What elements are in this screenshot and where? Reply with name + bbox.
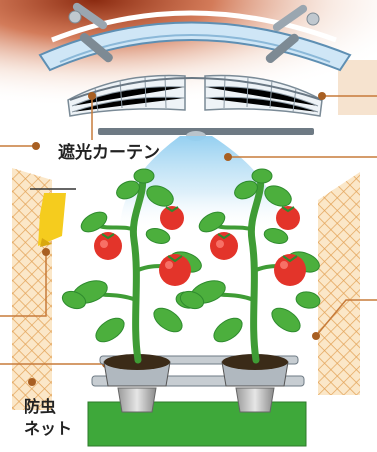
sticky-trap-icon (30, 188, 76, 247)
shade-curtain-icon (67, 74, 323, 117)
shade-curtain-label: 遮光カーテン (58, 143, 160, 163)
pot-icon (221, 354, 289, 413)
insect-net-label-line2: ネット (24, 419, 73, 438)
insect-net-label-line1: 防虫 (24, 397, 57, 416)
tomato-plant-icon (61, 168, 202, 364)
tomato-plant-icon (179, 168, 321, 364)
ground-mat-icon (87, 401, 307, 447)
roof-icon (38, 2, 352, 72)
insect-net-icon (318, 172, 360, 395)
light-beam (120, 136, 280, 230)
background-panel (338, 60, 377, 115)
leader-lines (0, 95, 377, 365)
